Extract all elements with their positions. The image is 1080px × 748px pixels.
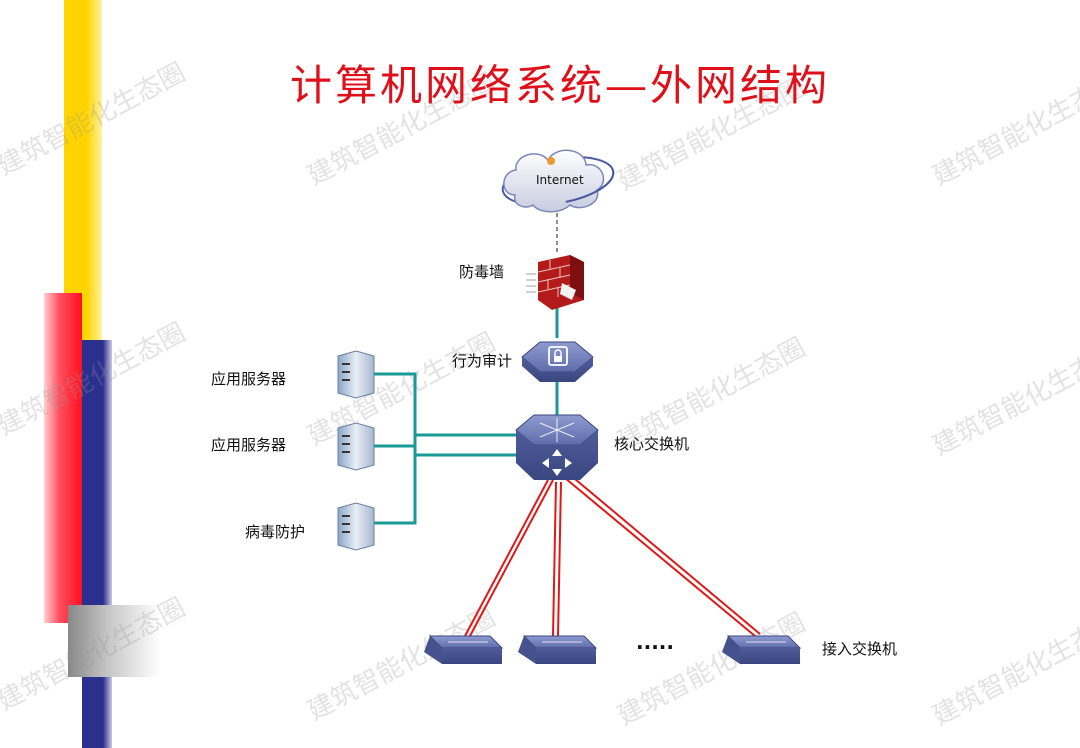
audit-label: 行为审计 — [452, 352, 513, 370]
core-switch-icon — [515, 414, 599, 480]
server-label: 应用服务器 — [211, 436, 287, 454]
server-icon — [337, 422, 375, 471]
stripe-gray — [68, 605, 160, 677]
stripe-red — [44, 293, 82, 623]
server-label: 应用服务器 — [211, 370, 287, 388]
core-switch-label: 核心交换机 — [614, 435, 690, 453]
server-icon — [337, 350, 375, 399]
firewall-icon — [526, 255, 584, 310]
access-switch-icon — [424, 635, 504, 664]
server-icon — [337, 502, 375, 551]
link-servers-core — [372, 372, 516, 525]
stripe-navy — [82, 340, 112, 748]
internet-cloud-icon — [501, 149, 615, 213]
page-title: 计算机网络系统—外网结构 — [289, 61, 830, 110]
antivirus-label: 病毒防护 — [245, 523, 306, 541]
stripe-yellow — [64, 0, 102, 340]
access-switch-label: 接入交换机 — [822, 640, 898, 658]
access-switch-icon — [722, 635, 802, 664]
access-switch-icon — [518, 635, 598, 664]
audit-device-icon — [521, 341, 594, 382]
ellipsis-label: ..... — [636, 630, 674, 654]
firewall-label: 防毒墙 — [459, 263, 505, 281]
link-core-access — [464, 473, 761, 637]
internet-label: Internet — [536, 173, 584, 187]
